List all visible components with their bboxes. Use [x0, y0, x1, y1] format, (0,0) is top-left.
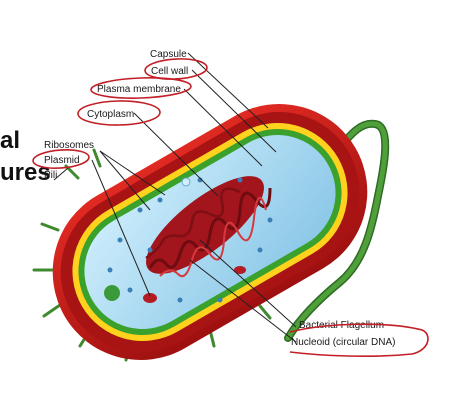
flagellum	[285, 121, 388, 341]
annotation-marks	[32, 58, 429, 357]
circle-plasmid	[32, 149, 90, 169]
label-ribosomes: Ribosomes	[44, 140, 94, 151]
label-cell-wall: Cell wall	[151, 66, 188, 77]
label-cytoplasm: Cytoplasm	[87, 109, 134, 120]
pilus	[42, 303, 62, 318]
label-capsule: Capsule	[150, 49, 187, 60]
pilus	[92, 148, 102, 168]
title-fragment-1: al	[0, 127, 20, 154]
leader-lines	[53, 52, 297, 343]
nucleoid	[145, 176, 272, 278]
pilus	[258, 304, 272, 320]
plasmid-ring	[143, 293, 157, 303]
label-nucleoid: Nucleoid (circular DNA)	[291, 337, 395, 348]
label-plasmid: Plasmid	[44, 155, 80, 166]
label-pili: Pili	[44, 170, 57, 181]
circle-nucleoid	[289, 323, 429, 357]
pilus	[40, 222, 60, 232]
title-fragment-2: ures	[0, 159, 51, 186]
granule	[104, 285, 120, 301]
label-plasma-membrane: Plasma membrane	[97, 84, 181, 95]
circle-plasma-membrane	[90, 77, 192, 99]
ribosome-dots	[107, 177, 273, 303]
plasmid-ring	[234, 266, 246, 274]
circle-cytoplasm	[77, 100, 161, 126]
granule	[181, 177, 191, 187]
